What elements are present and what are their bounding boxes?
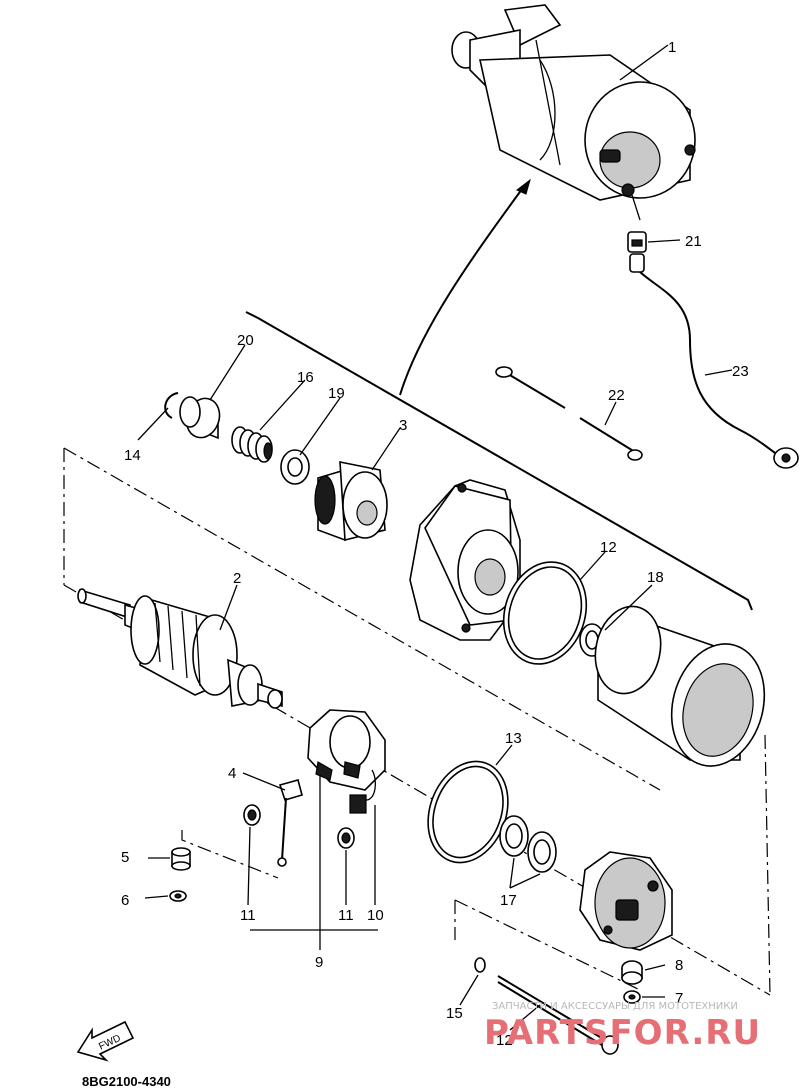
callout-22: 22 xyxy=(608,387,625,404)
front-housing xyxy=(409,479,521,641)
figure-code: 8BG2100-4340 xyxy=(82,1074,171,1089)
callout-19: 20 xyxy=(237,332,254,349)
o-ring-rear xyxy=(427,760,509,864)
through-bolt xyxy=(497,975,619,1055)
callout-18: 18 xyxy=(647,569,664,586)
callout-1: 1 xyxy=(668,39,676,56)
brush-holder-plate xyxy=(307,709,386,791)
callout-12-rear: 13 xyxy=(505,730,522,747)
callout-20: 19 xyxy=(328,385,345,402)
thrust-washer xyxy=(280,449,310,485)
cable xyxy=(629,253,799,469)
callout-23: 23 xyxy=(732,363,749,380)
washer xyxy=(623,990,641,1004)
o-ring-small xyxy=(474,957,486,973)
lead-wire xyxy=(495,366,643,461)
callout-16: 16 xyxy=(297,369,314,386)
callout-6: 6 xyxy=(121,892,129,909)
callout-15: 15 xyxy=(446,1005,463,1022)
leader-lines xyxy=(137,44,733,1031)
yoke xyxy=(594,605,766,767)
grommet xyxy=(171,847,191,871)
circlip xyxy=(164,392,179,419)
callout-3: 3 xyxy=(399,417,407,434)
spring xyxy=(231,426,273,463)
callout-5: 5 xyxy=(121,849,129,866)
nut-b xyxy=(337,827,355,849)
callout-labels: 1 21 23 22 20 16 19 3 14 2 12 18 13 4 5 … xyxy=(121,39,749,1049)
callout-21: 21 xyxy=(685,233,702,250)
o-ring-front xyxy=(502,561,588,665)
brush xyxy=(349,769,377,814)
callout-2: 2 xyxy=(233,570,241,587)
nut-a xyxy=(243,804,261,826)
callout-13: 14 xyxy=(124,447,141,464)
callout-12-front: 12 xyxy=(600,539,617,556)
watermark: ЗАПЧАСТИ И АКСЕССУАРЫ ДЛЯ МОТОТЕХНИКИ PA… xyxy=(484,1001,761,1053)
callout-14: 12 xyxy=(496,1032,513,1049)
callout-7: 7 xyxy=(675,990,683,1007)
rear-cover xyxy=(579,851,673,951)
bushing xyxy=(621,960,643,985)
callout-11-left: 11 xyxy=(240,907,256,924)
watermark-tagline: ЗАПЧАСТИ И АКСЕССУАРЫ ДЛЯ МОТОТЕХНИКИ xyxy=(492,1001,738,1012)
fwd-arrow-icon: FWD xyxy=(76,1020,135,1062)
callout-10: 10 xyxy=(367,907,384,924)
nut xyxy=(169,890,187,902)
callout-9: 9 xyxy=(315,954,323,971)
callout-11-right: 11 xyxy=(338,907,354,924)
washer-set xyxy=(499,815,557,873)
brush-lead xyxy=(277,779,303,867)
callout-17: 17 xyxy=(500,892,517,909)
collar xyxy=(179,396,221,440)
clutch-pinion xyxy=(314,461,388,542)
terminal-nut xyxy=(627,231,647,253)
armature xyxy=(77,588,283,709)
starter-motor-assembly xyxy=(451,4,696,221)
watermark-brand: PARTSFOR.RU xyxy=(484,1013,761,1053)
callout-8: 8 xyxy=(675,957,683,974)
callout-4: 4 xyxy=(228,765,236,782)
